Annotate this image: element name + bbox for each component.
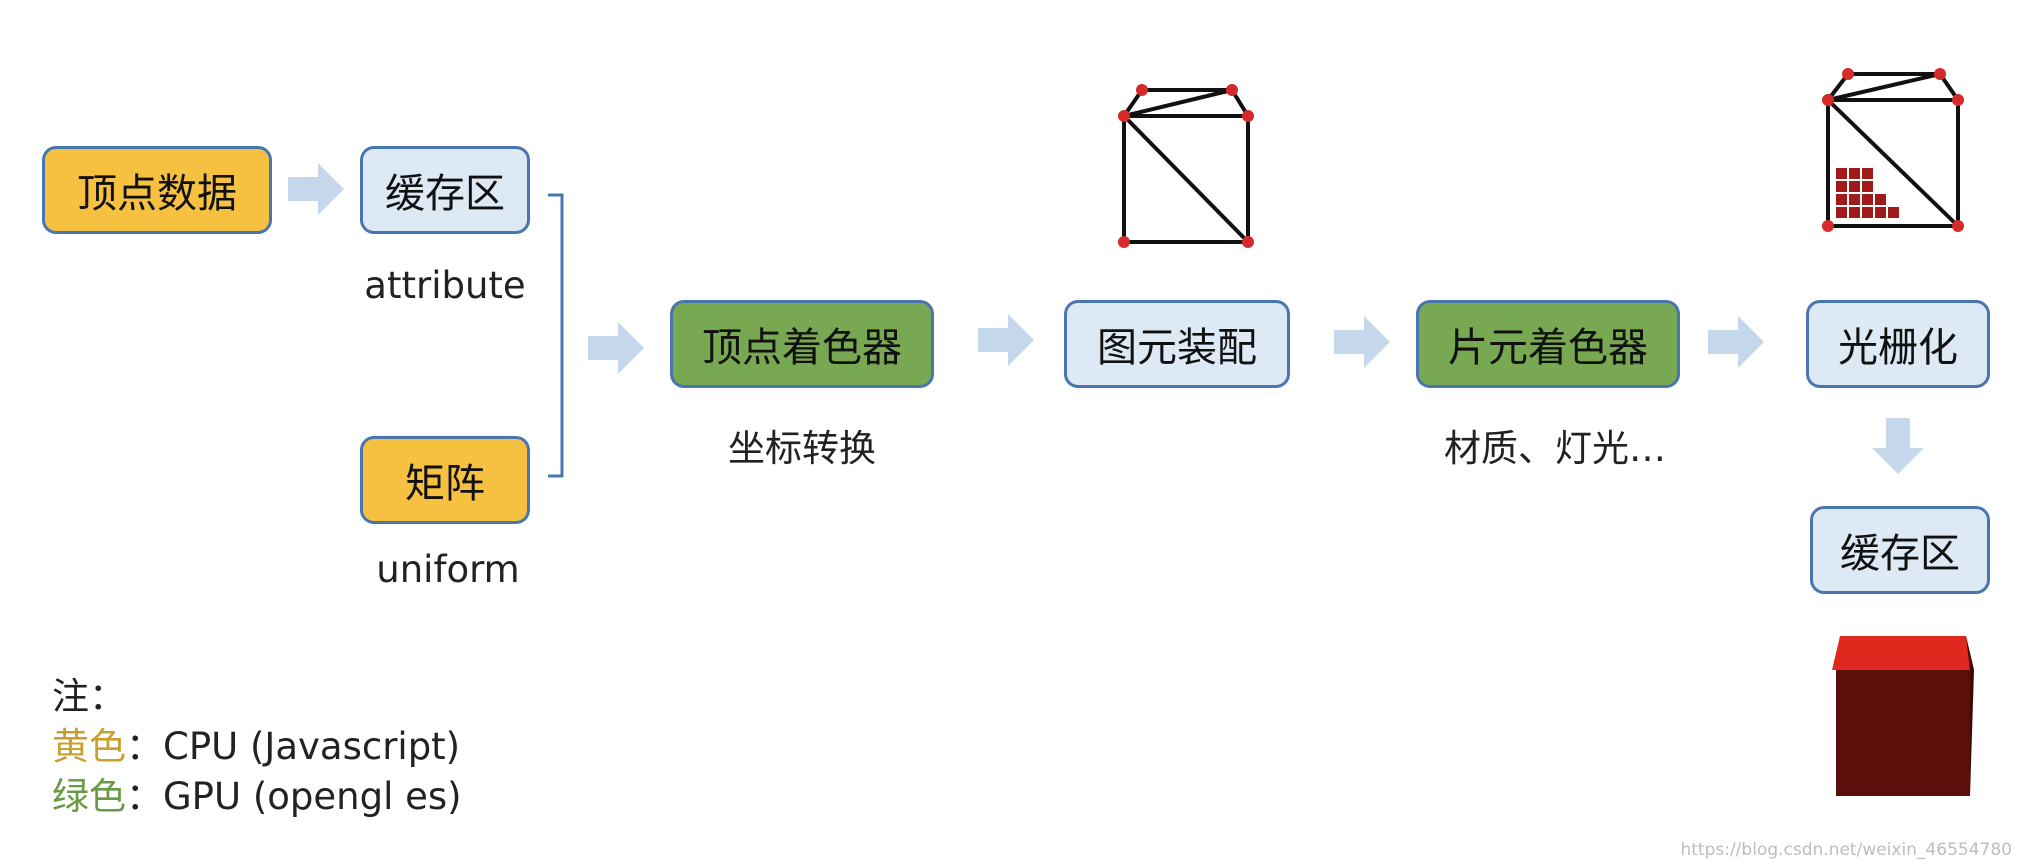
raster-pixel <box>1875 194 1886 205</box>
label-attribute: attribute <box>364 264 526 307</box>
node-primitive-assembly: 图元装配 <box>1064 300 1290 388</box>
raster-pixel <box>1836 181 1847 192</box>
watermark: https://blog.csdn.net/weixin_46554780 <box>1680 840 2012 860</box>
node-vertex-data: 顶点数据 <box>42 146 272 234</box>
legend-green: 绿色：GPU (opengl es) <box>52 772 462 822</box>
rasterized-wireframe-icon <box>1822 68 1964 232</box>
raster-pixel <box>1862 168 1873 179</box>
label-uniform: uniform <box>376 548 520 591</box>
raster-pixel <box>1849 181 1860 192</box>
legend-yellow: 黄色：CPU (Javascript) <box>52 722 462 772</box>
legend: 注： 黄色：CPU (Javascript) 绿色：GPU (opengl es… <box>52 672 462 822</box>
raster-pixel <box>1836 194 1847 205</box>
raster-pixel <box>1875 207 1886 218</box>
label-material-light: 材质、灯光… <box>1444 427 1666 470</box>
node-vertex-shader: 顶点着色器 <box>670 300 934 388</box>
legend-yellow-desc: ：CPU (Javascript) <box>126 725 461 768</box>
label-coord-transform: 坐标转换 <box>728 427 876 470</box>
node-matrix: 矩阵 <box>360 436 530 524</box>
wireframe-icon <box>1118 84 1254 248</box>
raster-pixel <box>1836 168 1847 179</box>
raster-pixel <box>1862 181 1873 192</box>
raster-pixel <box>1849 168 1860 179</box>
legend-green-desc: ：GPU (opengl es) <box>126 775 462 818</box>
node-rasterization: 光栅化 <box>1806 300 1990 388</box>
raster-pixel <box>1862 207 1873 218</box>
arrow-to-rasterization <box>1708 316 1764 368</box>
legend-green-name: 绿色 <box>52 775 126 818</box>
raster-pixel <box>1849 207 1860 218</box>
arrow-to-primitive-assembly <box>978 314 1034 366</box>
red-cube-icon <box>1832 636 1974 796</box>
node-fragment-shader: 片元着色器 <box>1416 300 1680 388</box>
arrow-to-vertex-shader <box>588 322 644 374</box>
arrow-to-buffer-bottom <box>1872 418 1924 474</box>
raster-pixel <box>1888 207 1899 218</box>
legend-note: 注： <box>52 675 126 718</box>
raster-pixel <box>1836 207 1847 218</box>
legend-yellow-name: 黄色 <box>52 725 126 768</box>
node-buffer-top: 缓存区 <box>360 146 530 234</box>
raster-pixel <box>1862 194 1873 205</box>
arrow-to-fragment-shader <box>1334 316 1390 368</box>
raster-pixel <box>1849 194 1860 205</box>
node-buffer-bottom: 缓存区 <box>1810 506 1990 594</box>
arrow-data-to-buffer <box>288 163 344 215</box>
